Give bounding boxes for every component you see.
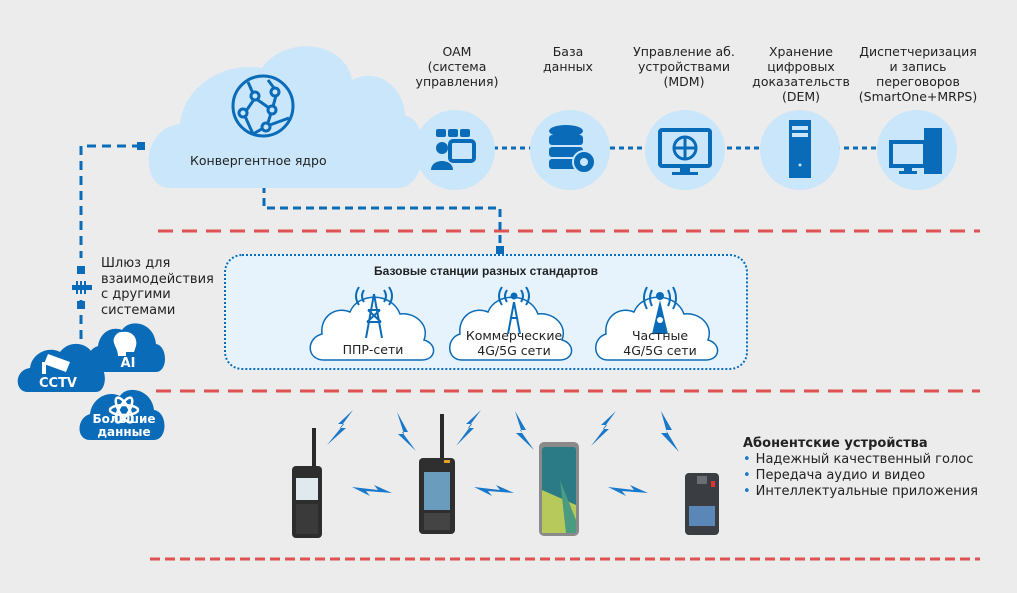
label-line: (система (427, 59, 487, 74)
lightning-bolt-icon (327, 410, 353, 445)
lightning-bolt-icon (608, 485, 648, 496)
terminal-feature: • Интеллектуальные приложения (743, 484, 978, 500)
ppr-label: ППР-сети (318, 342, 428, 357)
label-line: данных (543, 59, 593, 74)
label-line: устройствами (638, 59, 730, 74)
commercial-label: Коммерческие 4G/5G сети (454, 328, 574, 358)
lightning-bolt-icon (456, 410, 481, 446)
label-line: База (552, 44, 584, 59)
server-tower-icon (789, 120, 811, 178)
connector-node (496, 246, 504, 254)
label-line: Шлюз для (101, 256, 171, 271)
label-line: и запись (889, 59, 947, 74)
terminals-heading: Абонентские устройства (743, 436, 928, 451)
connector-node (77, 301, 85, 309)
private-label: Частные 4G/5G сети (600, 328, 720, 358)
feature-text: Интеллектуальные приложения (755, 484, 978, 499)
cell-tower-icon (498, 286, 530, 335)
ai-label: AI (120, 356, 136, 371)
smart-radio-icon (419, 414, 455, 534)
monitor-globe-icon (658, 128, 712, 175)
label-line: OAM (442, 44, 472, 59)
signal-bolts (327, 410, 679, 496)
body-camera-icon (685, 473, 719, 535)
label-line: 4G/5G сети (623, 343, 697, 358)
service-dispatch (877, 110, 957, 190)
bullet-icon: • (743, 452, 751, 467)
feature-text: Передача аудио и видео (755, 468, 926, 483)
lightning-bolt-icon (591, 411, 616, 446)
globe-network-icon (231, 74, 295, 138)
connector-node (77, 266, 85, 274)
core-base-connector (262, 185, 502, 246)
base-station-clouds (309, 286, 719, 361)
core-label: Конвергентное ядро (190, 153, 327, 168)
terminal-feature: • Надежный качественный голос (743, 452, 978, 468)
smartphone-icon (539, 442, 579, 536)
feature-text: Надежный качественный голос (755, 452, 974, 467)
service-label-mdm: Управление аб. устройствами (MDM) (626, 44, 742, 89)
gateway-connector (79, 144, 141, 258)
gateway-label: Шлюз для взаимодействия с другими систем… (101, 256, 214, 318)
label-line: системами (101, 302, 176, 318)
label-line: Большие (92, 412, 156, 426)
label-line: доказательств (752, 74, 850, 89)
handheld-radio-icon (292, 428, 322, 538)
service-db (530, 110, 610, 190)
oam-operators-icon (431, 129, 476, 170)
private-tower-icon (643, 286, 677, 334)
label-line: (SmartOne+MRPS) (858, 89, 978, 104)
service-oam (415, 110, 495, 190)
bullet-icon: • (743, 468, 751, 483)
label-line: взаимодействия (101, 271, 214, 287)
service-label-dem: Хранение цифровых доказательств (DEM) (746, 44, 856, 104)
label-line: с другими (101, 287, 171, 302)
lightning-bolt-icon (397, 412, 416, 451)
label-line: Частные (631, 328, 689, 343)
lightning-bolt-icon (474, 485, 514, 496)
label-line: ППР-сети (342, 342, 404, 357)
ppr-cloud (309, 296, 435, 361)
service-label-db: База данных (528, 44, 608, 74)
service-label-dispatch: Диспетчеризация и запись переговоров (Sm… (852, 44, 984, 104)
label-line: цифровых (767, 59, 835, 74)
label-line: Диспетчеризация (859, 44, 977, 59)
label-line: (MDM) (663, 74, 705, 89)
terminals-description: Абонентские устройства • Надежный качеств… (743, 436, 978, 500)
service-label-oam: OAM (система управления) (412, 44, 502, 89)
workstation-icon (889, 128, 942, 174)
lattice-tower-icon (355, 286, 393, 339)
terminal-feature: • Передача аудио и видео (743, 468, 978, 484)
connector-node (137, 142, 145, 150)
database-gear-icon (549, 125, 596, 174)
lightning-bolt-icon (515, 411, 534, 450)
label-line: 4G/5G сети (477, 343, 551, 358)
base-stations-group: Базовые станции разных стандартов ППР-се… (224, 254, 748, 370)
label-line: управления) (415, 74, 499, 89)
service-mdm (645, 110, 725, 190)
label-line: Управление аб. (633, 44, 735, 59)
bigdata-label: Большие данные (84, 413, 164, 439)
gateway-switch-icon (72, 281, 92, 294)
label-line: данные (97, 425, 151, 439)
label-line: Коммерческие (465, 328, 563, 343)
label-line: (DEM) (781, 89, 821, 104)
label-line: Хранение (768, 44, 833, 59)
label-line: переговоров (876, 74, 960, 89)
lightning-bolt-icon (661, 411, 679, 452)
bullet-icon: • (743, 484, 751, 499)
service-dem (760, 110, 840, 190)
cctv-label: CCTV (38, 376, 77, 391)
base-stations-title: Базовые станции разных стандартов (374, 264, 598, 278)
lightning-bolt-icon (352, 485, 392, 496)
core-cloud (148, 46, 423, 188)
